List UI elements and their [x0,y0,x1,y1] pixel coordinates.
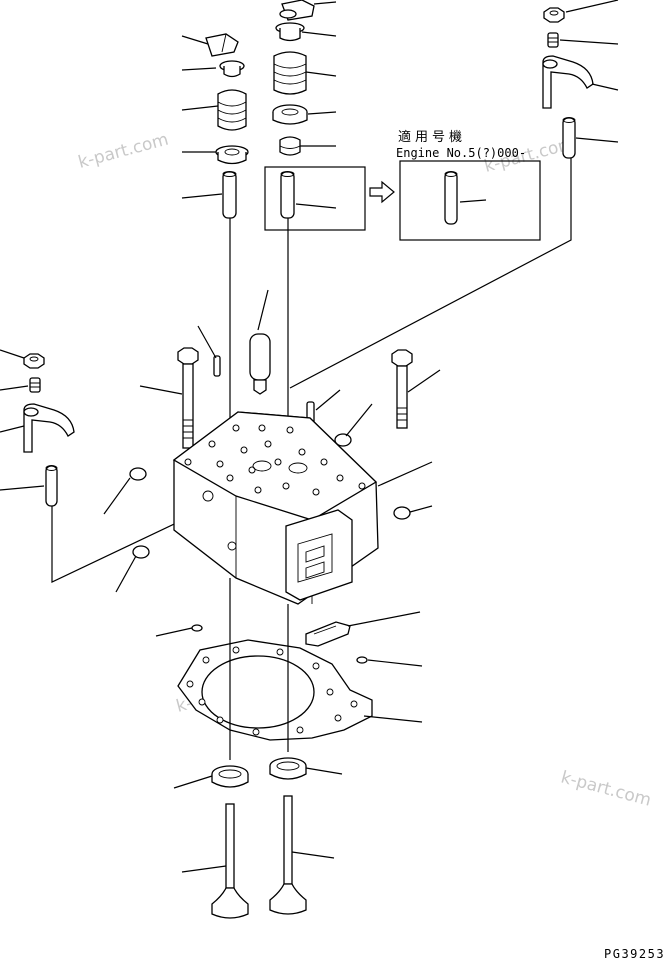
expansion-plug-1 [129,467,147,481]
dowel-pin-1 [213,355,221,377]
valve-seat-right [269,757,307,780]
valve-cotter-left [205,33,239,57]
adjust-screw-right [547,32,559,48]
expansion-plug-2 [334,433,352,447]
manifold-gasket [305,621,351,647]
pushrod-right [562,117,576,159]
cylinder-head [172,411,379,605]
guide-box-center [264,166,366,231]
pushrod-left [45,465,58,507]
arrow-to-inset-icon [369,180,395,204]
exhaust-valve [269,795,307,915]
rocker-stack-left [23,353,289,583]
intake-valve [211,803,249,919]
rocker-arm-right [542,55,594,109]
valve-axes-lower [229,578,289,760]
drawing-number: PG39253 [604,947,665,960]
head-bolt-left [177,347,199,449]
valve-seat-left [211,765,249,788]
head-bolt-right [391,349,413,429]
nut-right [543,7,565,23]
expansion-plug-4 [393,506,411,520]
head-gasket [177,639,373,741]
rocker-stack-right [289,7,594,389]
valve-seal-center [279,136,301,156]
nut-left [23,353,45,369]
washer-1 [191,624,203,632]
valve-spring-center [273,51,307,95]
valve-spring-left [217,89,247,131]
spring-seat-left [215,145,249,165]
valve-stack-left [205,33,249,470]
injector-sleeve [249,333,271,395]
inset-serial: Engine No.5(?)000- [396,146,526,160]
watermark-1: k-part.com [76,130,171,173]
spring-retainer-left [219,60,245,78]
spring-seat-center [272,104,308,125]
pushrod-axis-right [289,158,572,389]
watermark-4: k-part.com [559,768,654,811]
washer-2 [356,656,368,664]
inset-title: 適用号機 [398,129,466,145]
expansion-plug-3 [132,545,150,559]
spring-retainer-center [275,22,305,42]
applicability-inset: 適用号機 Engine No.5(?)000- [396,129,541,241]
adjust-screw-left [29,377,41,393]
valve-cotter-center [279,0,315,21]
rocker-arm-left [23,403,75,453]
valve-stack-center [264,0,366,470]
leader-lines [0,0,619,873]
valve-guide-left [222,171,237,219]
